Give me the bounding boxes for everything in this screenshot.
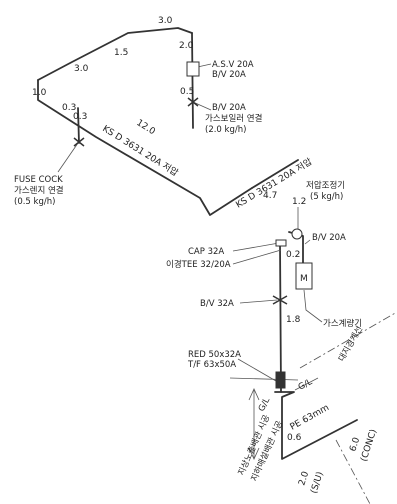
range-label: 가스렌지 연결 (14, 185, 64, 196)
bv32-label: B/V 32A (200, 299, 234, 309)
pe-pipe-label: PE 63mm (289, 403, 331, 433)
pipe-boiler-riser (191, 32, 194, 129)
regulator-capacity-label: (5 kg/h) (310, 192, 343, 202)
gl-right-leader (294, 377, 319, 391)
cap-leader (232, 242, 280, 252)
bv20-leader (304, 239, 311, 245)
meter-label: 가스계량기 (323, 318, 362, 329)
leader-lines (57, 63, 397, 504)
pipe-fuse-branch (77, 107, 80, 144)
dim-su: (S/U) (309, 471, 325, 495)
boiler-label: 가스보일러 연결 (205, 113, 262, 124)
fuse-cock-label: FUSE COCK (14, 175, 63, 185)
boundary-line (299, 311, 397, 369)
ground-line (229, 377, 299, 381)
fittings (73, 61, 313, 389)
pipe-main-run (37, 79, 253, 216)
dim-conc: (CONC) (359, 428, 379, 463)
gas-meter-icon (295, 262, 313, 290)
regulator-icon (291, 228, 303, 240)
cap-label: CAP 32A (188, 247, 224, 257)
tee-leader (232, 249, 282, 265)
pipe-main-riser (279, 242, 282, 393)
dim-1-2: 1.2 (292, 197, 306, 207)
fuse-leader (57, 142, 79, 173)
fuse-cock-icon (73, 137, 85, 147)
dim-4-7: 4.7 (263, 191, 277, 201)
bv32-leader (239, 299, 278, 304)
boundary-line-lower (335, 439, 371, 504)
cap-icon (275, 239, 287, 247)
dim-0-6: 0.6 (287, 433, 302, 443)
asv-bv-label: B/V 20A (212, 70, 246, 80)
dim-2-0-bottom: 2.0 (297, 470, 311, 487)
bv32-valve-icon (272, 295, 288, 305)
reducer-label: RED 50x32A (188, 350, 241, 360)
dim-2-0-top: 2.0 (179, 41, 194, 51)
pipe-network (37, 27, 358, 460)
boiler-bv-label: B/V 20A (212, 103, 246, 113)
dim-0-5: 0.5 (180, 87, 194, 97)
dim-12-0: 12.0 (134, 118, 157, 137)
ground-level-left: G/L (257, 396, 273, 413)
red-leader (237, 358, 277, 382)
dim-0-2: 0.2 (286, 250, 300, 260)
boiler-load-label: (2.0 kg/h) (205, 125, 246, 135)
dim-3-0-top: 3.0 (158, 16, 173, 26)
ground-level-right: G/L (297, 377, 314, 393)
transition-fitting-label: T/F 63x50A (187, 360, 236, 370)
boundary-label: 대지경계선 (336, 324, 365, 363)
range-load-label: (0.5 kg/h) (14, 197, 55, 207)
dim-1-8: 1.8 (286, 315, 301, 325)
meter-leader (303, 289, 323, 323)
level-arrow-up (248, 388, 260, 401)
tee-label: 이경TEE 32/20A (166, 259, 231, 270)
dim-6-0: 6.0 (348, 436, 362, 453)
dim-1-0: 1.0 (32, 88, 47, 98)
bv20-label: B/V 20A (312, 233, 346, 243)
ks-pipe-label-upper: KS D 3631 20A 저압 (100, 122, 180, 178)
asv-label: A.S.V 20A (212, 60, 254, 70)
dim-0-3-b: 0.3 (73, 112, 87, 122)
asv-valve-icon (186, 61, 200, 77)
pipe-underground (274, 391, 358, 460)
meter-letter: M (300, 274, 308, 284)
regulator-label: 저압조정기 (306, 180, 345, 191)
level-arrow-down (248, 447, 260, 460)
reducer-icon (275, 371, 286, 389)
pipe-to-riser (251, 159, 299, 189)
dim-0-3-a: 0.3 (62, 103, 76, 113)
pipe-upper-run (37, 27, 193, 81)
dim-3-0-left: 3.0 (74, 64, 89, 74)
dim-1-5: 1.5 (114, 48, 128, 58)
boiler-leader (192, 101, 212, 111)
boiler-valve-icon (187, 97, 199, 107)
